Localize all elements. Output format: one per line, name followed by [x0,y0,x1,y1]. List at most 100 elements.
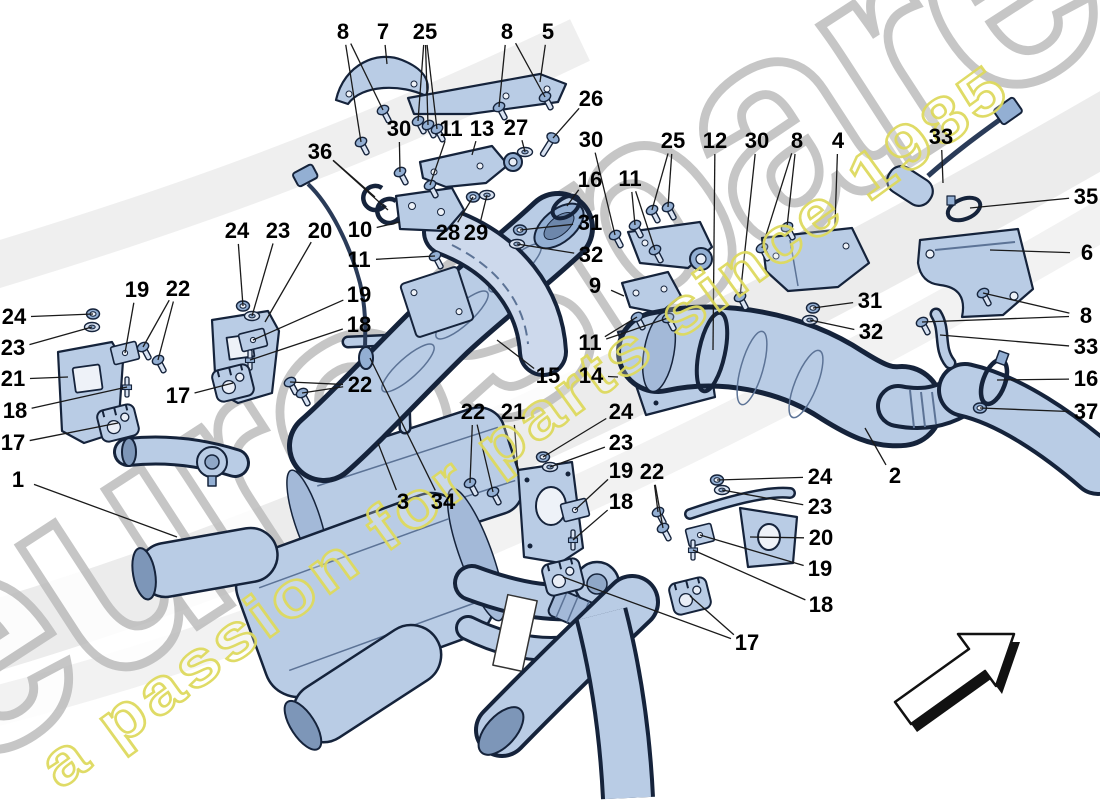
leader-line-8 [982,292,1070,314]
shield-bracket-plate [399,266,475,338]
leader-line-19 [124,302,135,354]
clamp-16-left [550,193,582,221]
leader-line-22 [654,484,664,529]
leader-line-24 [716,476,804,481]
leader-line-17 [562,576,732,640]
leader-line-12 [712,153,716,351]
leader-line-4 [834,153,839,226]
leader-line-17 [194,382,234,394]
leader-line-18 [249,328,344,361]
leader-line-22 [653,484,659,513]
leader-line-11 [631,191,636,226]
hanger-rod-right [684,486,796,520]
leader-line-32 [809,319,855,331]
leader-line-30 [398,141,401,173]
leader-line-33 [939,334,1070,347]
bracket-9 [620,270,683,315]
leader-line-13 [471,140,477,156]
leader-line-22 [142,299,170,348]
leader-line-14 [607,375,619,378]
leader-line-29 [480,194,488,221]
catalytic-converter-right [616,304,990,449]
leader-line-22 [289,381,344,386]
leader-line-21 [29,376,69,380]
bracket-13 [418,144,510,189]
tailpipe-left [131,526,279,601]
leader-line-22 [301,386,344,394]
leader-line-15 [496,339,535,370]
arrow-body [893,632,1016,726]
leader-line-20 [264,241,312,323]
clamp-16-right [978,349,1010,407]
leader-line-19 [574,478,609,511]
leader-line-19 [699,534,804,567]
tailpipe-bottom [283,623,443,751]
leader-line-18 [692,549,806,601]
leader-line-22 [469,424,473,484]
bracket-4 [760,226,871,293]
leader-line-8 [761,153,793,249]
leader-line-1 [33,483,178,538]
bracket-5 [406,72,568,116]
heat-shield-center [422,207,568,377]
direction-arrow [893,632,1020,732]
leader-line-25 [651,153,669,211]
leader-line-21 [513,424,519,474]
leader-line-24 [542,417,607,458]
leader-line-11 [605,317,669,340]
parts-art [56,55,1100,800]
leader-line-35 [969,197,1070,209]
oxygen-sensor [292,163,374,370]
leader-line-23 [29,326,93,346]
leader-line-25 [426,44,438,130]
leader-line-11 [375,255,436,260]
leader-line-17 [689,595,735,636]
clamp-35 [945,195,983,223]
leader-line-11 [604,316,638,338]
leader-line-23 [549,446,606,468]
leader-line-10 [376,221,401,229]
leader-line-33 [941,149,944,184]
leader-line-28 [457,196,474,223]
leader-line-25 [417,44,425,122]
leader-line-36 [332,159,389,211]
hardware-bolt-22 [655,520,676,544]
leader-line-8 [921,315,1070,323]
leader-line-6 [989,249,1071,254]
leader-line-8 [350,43,384,111]
leader-line-16 [996,378,1070,381]
leader-line-30 [739,153,756,298]
leader-line-22 [476,424,494,493]
gasket-ring-12 [694,310,730,394]
leader-line-37 [979,407,1070,413]
detail-inset-box [492,593,538,673]
leader-line-9 [610,289,625,297]
flex-hose-33 [929,307,957,370]
leader-line-8 [498,44,506,108]
leader-line-26 [552,107,580,139]
leader-line-7 [384,44,388,65]
leader-line-25 [667,153,673,208]
leader-lines [29,42,1071,640]
leader-line-8 [515,42,546,98]
leader-line-5 [539,44,546,83]
pressure-sensor-33 [886,96,1023,207]
leader-line-18 [572,509,609,541]
leader-line-19 [252,299,344,341]
leader-line-18 [31,386,128,409]
leader-line-22 [157,301,175,361]
leader-line-8 [786,153,796,228]
leader-line-32 [516,243,575,254]
leader-line-8 [345,44,362,143]
leader-line-25 [424,44,429,126]
bracket-21-center [516,460,585,565]
leader-line-27 [521,140,526,153]
pipe-clamps-36 [361,183,401,226]
bracket-10 [394,186,466,233]
leader-line-16 [566,189,580,207]
leader-line-3 [377,442,397,491]
bushing-27 [503,152,523,172]
leader-line-24 [237,243,244,307]
